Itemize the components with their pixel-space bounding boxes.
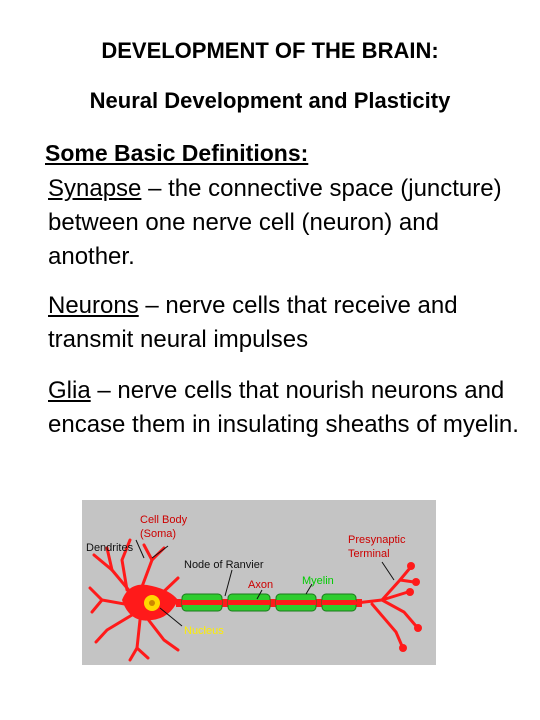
- pointer-lines: [135, 539, 395, 627]
- neuron-diagram: Cell Body (Soma) Dendrites Node of Ranvi…: [82, 500, 436, 665]
- axon-stripes: [182, 600, 356, 605]
- axon-terminals: [354, 566, 418, 648]
- label-axon: Axon: [248, 579, 273, 591]
- label-cell-body: Cell Body: [140, 514, 188, 526]
- page-subtitle: Neural Development and Plasticity: [89, 88, 451, 113]
- neuron-illustration: Cell Body (Soma) Dendrites Node of Ranvi…: [86, 514, 422, 662]
- definition-glia: Glia – nerve cells that nourish neurons …: [48, 374, 528, 442]
- label-nucleus: Nucleus: [184, 625, 224, 637]
- label-presynaptic: Presynaptic: [348, 534, 406, 546]
- definition-term: Glia: [48, 377, 91, 404]
- label-soma: (Soma): [140, 528, 176, 540]
- definition-neurons: Neurons – nerve cells that receive and t…: [48, 289, 528, 357]
- section-title: Some Basic Definitions:: [45, 140, 309, 166]
- definition-text: – nerve cells that receive and transmit …: [48, 292, 458, 353]
- definition-text: – the connective space (juncture) betwee…: [48, 175, 502, 270]
- label-node-of-ranvier: Node of Ranvier: [184, 559, 264, 571]
- definition-synapse: Synapse – the connective space (juncture…: [48, 172, 528, 274]
- synaptic-knobs: [399, 562, 422, 652]
- definition-term: Synapse: [48, 175, 142, 202]
- page-title: DEVELOPMENT OF THE BRAIN:: [101, 38, 439, 63]
- definition-text: – nerve cells that nourish neurons and e…: [48, 377, 519, 438]
- definition-term: Neurons: [48, 292, 139, 319]
- label-myelin: Myelin: [302, 575, 334, 587]
- nucleolus-shape: [149, 600, 155, 606]
- label-terminal: Terminal: [348, 548, 390, 560]
- label-dendrites: Dendrites: [86, 542, 134, 554]
